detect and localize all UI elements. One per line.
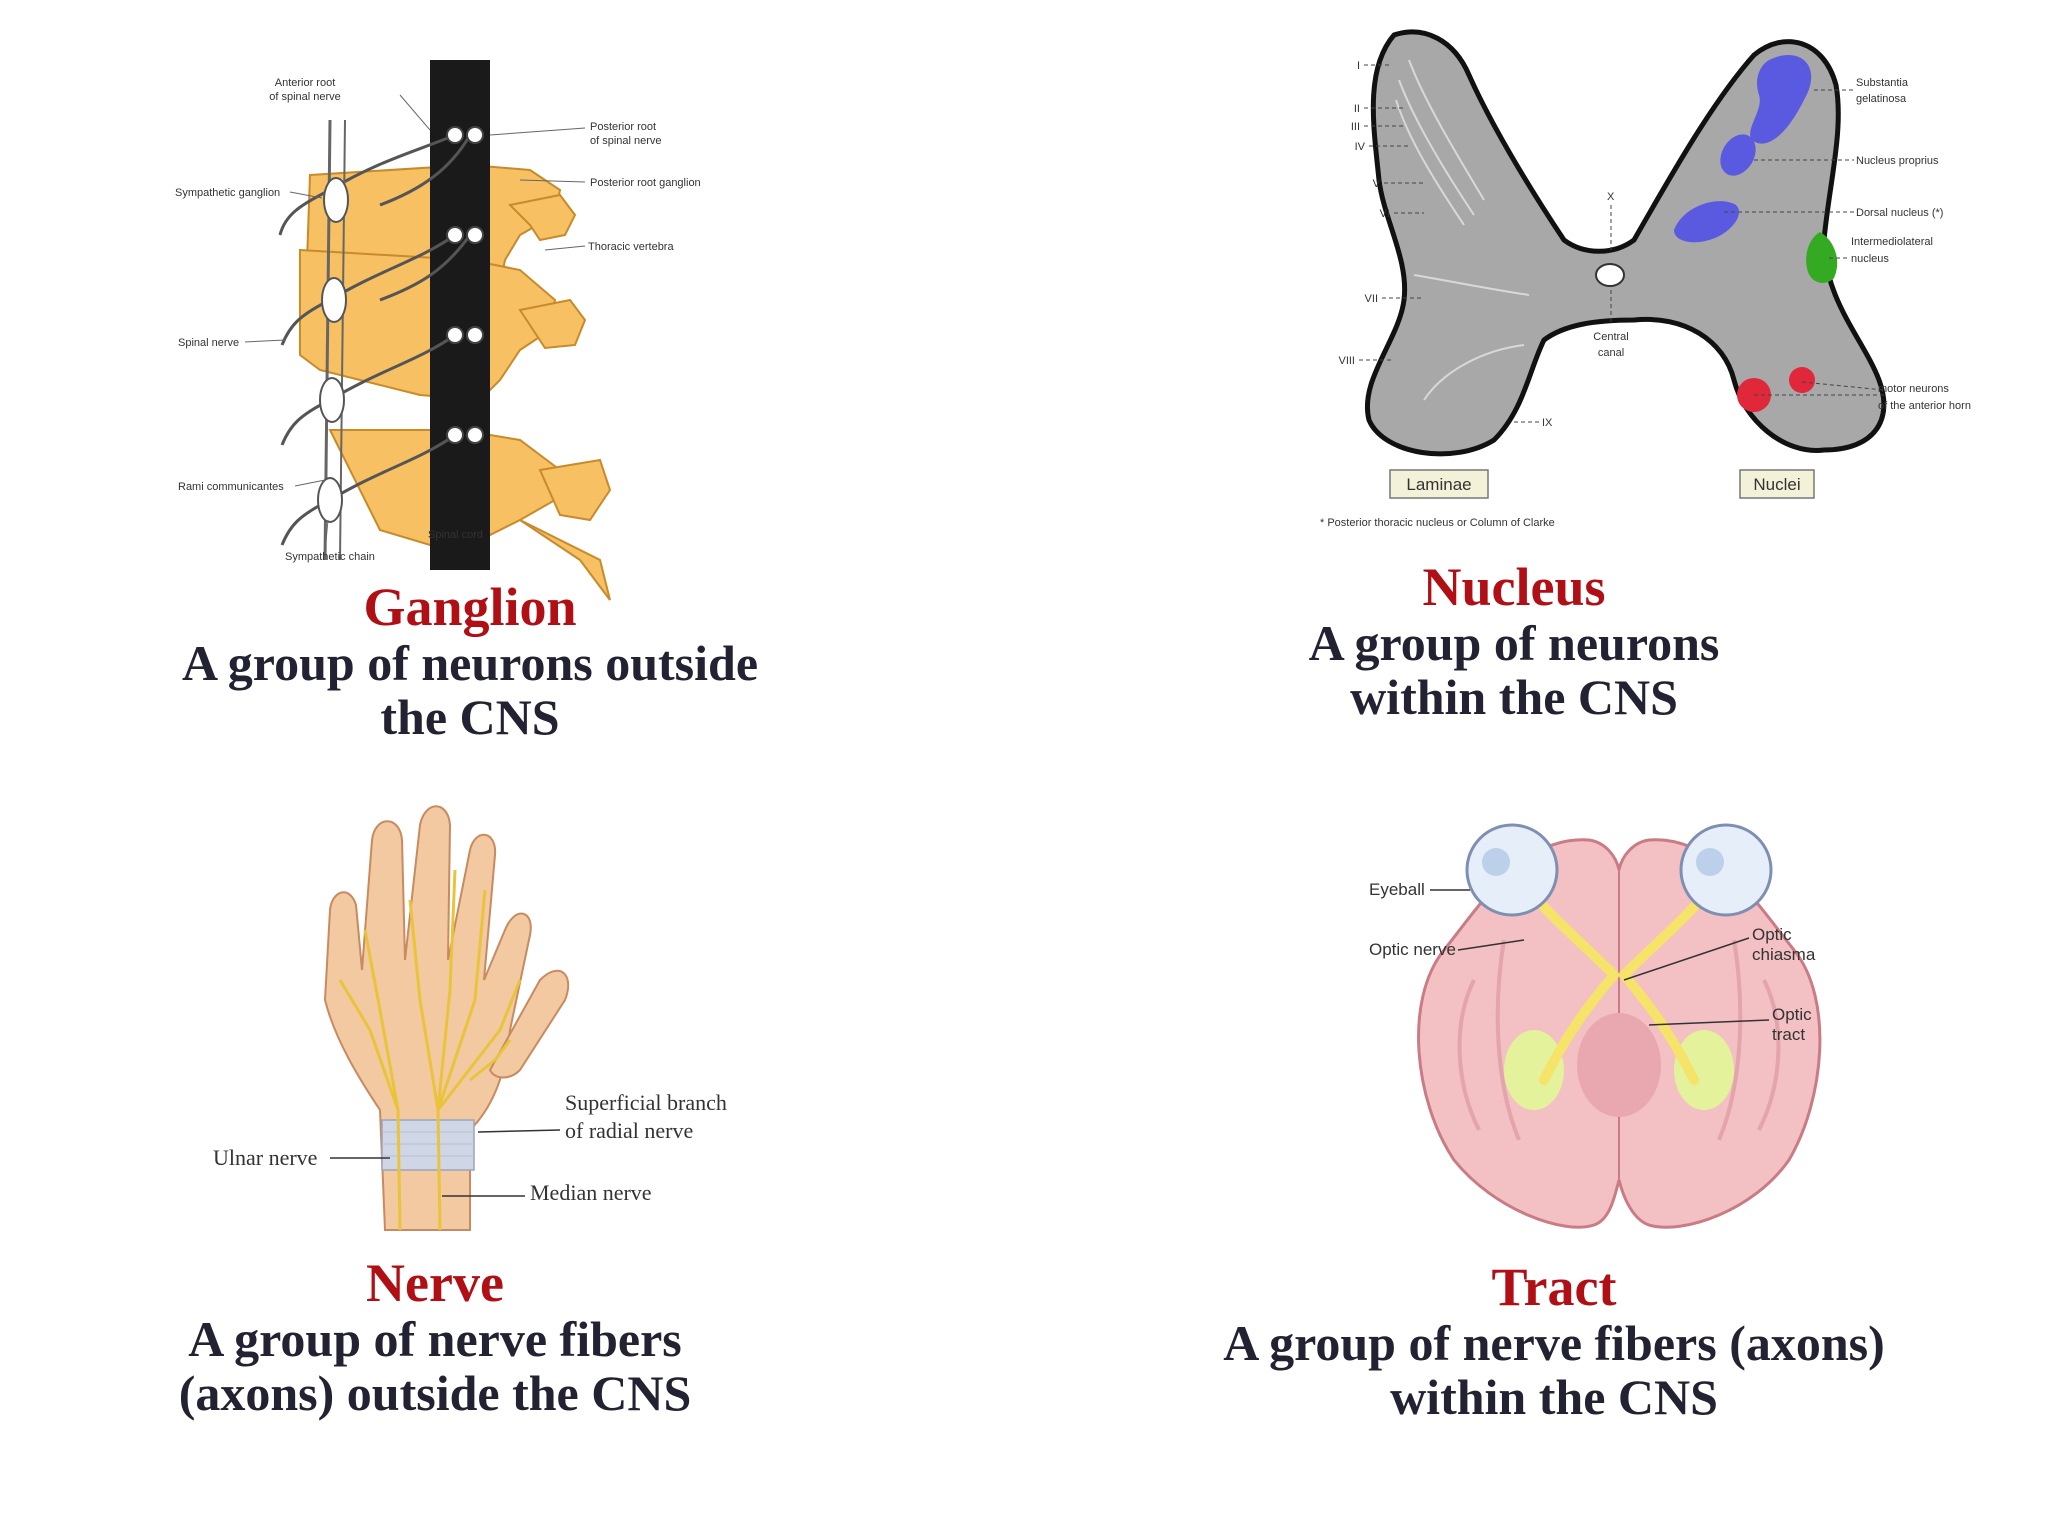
ganglion-figure: Anterior root of spinal nerve Posterior …	[175, 60, 701, 601]
lamina-IX: IX	[1542, 417, 1553, 429]
lamina-V: V	[1373, 178, 1381, 190]
nucleus-proprius-label: Nucleus proprius	[1856, 155, 1939, 167]
superficial-branch-label: Superficial branch	[565, 1090, 727, 1115]
dorsal-nucleus-label: Dorsal nucleus (*)	[1856, 207, 1943, 219]
motor-neuron-2	[1789, 367, 1815, 393]
nerve-figure: Superficial branch of radial nerve Ulnar…	[213, 805, 727, 1231]
substantia-gelatinosa-label: Substantia	[1856, 77, 1909, 89]
ganglion-caption: Ganglion A group of neurons outside the …	[80, 580, 860, 744]
ganglion-definition-line-2: the CNS	[380, 689, 560, 745]
ganglion-term: Ganglion	[363, 577, 577, 637]
nuclei-box-label: Nuclei	[1753, 475, 1800, 494]
lamina-II: II	[1354, 103, 1360, 115]
laminae-box	[1389, 469, 1489, 499]
ulnar-nerve-label: Ulnar nerve	[213, 1145, 317, 1170]
lamina-VIII: VIII	[1338, 355, 1355, 367]
nucleus-definition-line-1: A group of neurons	[1308, 615, 1720, 671]
laminae-box-label: Laminae	[1406, 475, 1471, 494]
nucleus-panel: I II III IV V VI VII VIII IX X Central c…	[1024, 0, 2048, 760]
wrist-band	[381, 1119, 475, 1171]
ganglion-label-anterior-root: Anterior root	[275, 77, 336, 89]
substantia-gelatinosa-nucleus	[1750, 54, 1812, 144]
optic-chiasma-label: Optic	[1752, 925, 1792, 944]
ganglion-label-spinal-nerve: Spinal nerve	[178, 337, 239, 349]
optic-tract-label: Optic	[1772, 1005, 1812, 1024]
nerve-caption: Nerve A group of nerve fibers (axons) ou…	[60, 1256, 810, 1420]
nucleus-term: Nucleus	[1422, 557, 1606, 617]
svg-text:of spinal nerve: of spinal nerve	[269, 91, 341, 103]
nucleus-proprius-shape	[1720, 134, 1756, 176]
tract-term: Tract	[1491, 1257, 1617, 1317]
tract-definition-line-2: within the CNS	[1390, 1369, 1718, 1425]
thoracic-vertebrae-illustration	[299, 163, 612, 601]
svg-text:chiasma: chiasma	[1752, 945, 1816, 964]
ganglion-definition-line-1: A group of neurons outside	[181, 635, 759, 691]
tract-figure: Eyeball Optic nerve Optic chiasma Optic …	[1369, 823, 1822, 1229]
intermediolateral-nucleus-shape	[1806, 232, 1838, 283]
svg-text:canal: canal	[1598, 347, 1624, 359]
ganglion-label-spinal-cord: Spinal cord	[428, 529, 483, 541]
intermediolateral-nucleus-label: Intermediolateral	[1851, 236, 1933, 248]
svg-text:of the anterior horn: of the anterior horn	[1878, 400, 1971, 412]
eyeballs	[1465, 823, 1773, 917]
ganglion-label-posterior-root-ganglion: Posterior root ganglion	[590, 177, 701, 189]
nucleus-footnote: * Posterior thoracic nucleus or Column o…	[1320, 517, 1555, 529]
nucleus-caption: Nucleus A group of neurons within the CN…	[1204, 560, 1824, 724]
ganglion-label-sympathetic-chain: Sympathetic chain	[285, 551, 375, 563]
median-nerve-label: Median nerve	[530, 1180, 652, 1205]
nerve-panel: Superficial branch of radial nerve Ulnar…	[0, 780, 960, 1500]
ganglion-label-sympathetic-ganglion: Sympathetic ganglion	[175, 187, 280, 199]
central-canal	[1595, 263, 1625, 287]
lamina-I: I	[1357, 60, 1360, 72]
nuclei-box	[1739, 469, 1815, 499]
ganglion-label-rami-communicantes: Rami communicantes	[178, 481, 284, 493]
nerve-term: Nerve	[366, 1253, 504, 1313]
central-canal-label: Central	[1593, 331, 1628, 343]
lamina-X: X	[1607, 191, 1615, 203]
dorsal-nucleus-shape	[1674, 201, 1739, 243]
nucleus-definition-line-2: within the CNS	[1350, 669, 1678, 725]
svg-text:of spinal nerve: of spinal nerve	[590, 135, 662, 147]
tract-definition-line-1: A group of nerve fibers (axons)	[1223, 1315, 1885, 1371]
eyeball-label: Eyeball	[1369, 880, 1425, 899]
nerve-definition-line-1: A group of nerve fibers	[188, 1311, 682, 1367]
nerve-definition-line-2: (axons) outside the CNS	[178, 1365, 692, 1421]
nucleus-figure: I II III IV V VI VII VIII IX X Central c…	[1320, 29, 1971, 529]
tract-caption: Tract A group of nerve fibers (axons) wi…	[1164, 1260, 1944, 1424]
lamina-VI: VI	[1380, 208, 1390, 220]
hand-illustration	[323, 805, 532, 1231]
tract-panel: Eyeball Optic nerve Optic chiasma Optic …	[1024, 780, 2048, 1500]
motor-neurons-label: motor neurons	[1878, 383, 1949, 395]
svg-text:nucleus: nucleus	[1851, 253, 1889, 265]
ganglion-panel: Anterior root of spinal nerve Posterior …	[0, 0, 960, 760]
svg-text:tract: tract	[1772, 1025, 1805, 1044]
lamina-VII: VII	[1365, 293, 1378, 305]
svg-text:of radial nerve: of radial nerve	[565, 1118, 693, 1143]
lamina-III: III	[1351, 121, 1360, 133]
svg-text:gelatinosa: gelatinosa	[1856, 93, 1907, 105]
lamina-IV: IV	[1355, 141, 1366, 153]
optic-nerve-label: Optic nerve	[1369, 940, 1456, 959]
ganglion-label-thoracic-vertebra: Thoracic vertebra	[588, 241, 674, 253]
spinal-cord-bar	[430, 60, 490, 570]
ganglion-label-posterior-root: Posterior root	[590, 121, 656, 133]
